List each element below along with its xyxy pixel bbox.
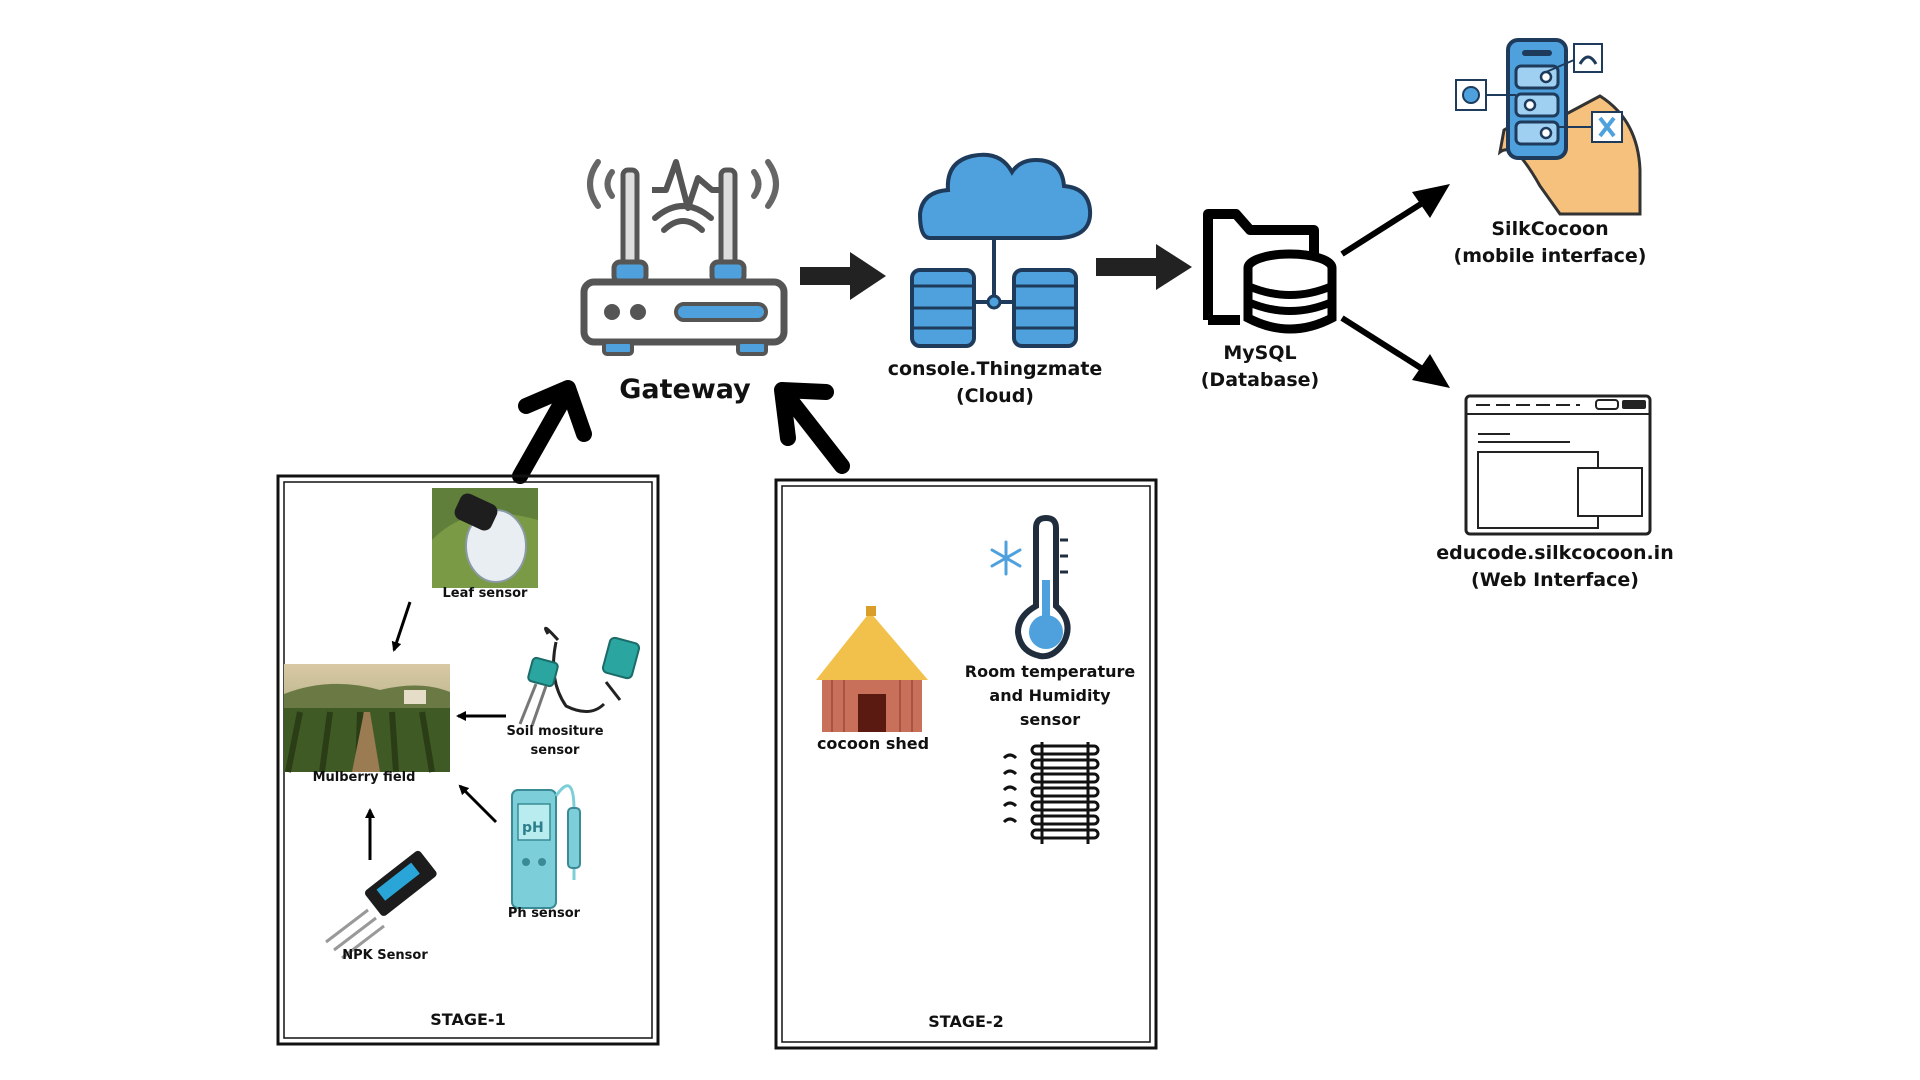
arrow-stage1-to-gateway [512, 380, 592, 484]
snowflake-icon [990, 540, 1022, 576]
room-sensor-label: Room temperature and Humidity sensor [960, 660, 1140, 732]
ph-badge-text: pH [522, 820, 544, 836]
room-sensor-label-line1: Room temperature [964, 662, 1136, 681]
stage1-box [276, 474, 660, 1046]
stage1-title: STAGE-1 [430, 1010, 506, 1029]
ph-sensor-image [511, 784, 581, 909]
mobile-app-icon [1455, 38, 1642, 216]
cloud-label: console.Thingzmate (Cloud) [880, 356, 1110, 410]
database-label: MySQL (Database) [1190, 340, 1330, 394]
stage2-title: STAGE-2 [928, 1012, 1004, 1031]
arrow-database-to-web [1340, 315, 1450, 388]
web-label-line2: (Web Interface) [1471, 569, 1639, 591]
soil-moisture-label: Soil mositure sensor [500, 722, 610, 760]
mulberry-field-image [284, 664, 450, 773]
database-label-line1: MySQL [1223, 342, 1297, 364]
npk-sensor-label: NPK Sensor [342, 948, 428, 963]
mobile-label-line1: SilkCocoon [1491, 218, 1609, 240]
router-icon [580, 159, 788, 356]
gateway-label: Gateway [619, 374, 751, 405]
ph-sensor-label: Ph sensor [507, 906, 581, 921]
arrow-cloud-to-database [1096, 244, 1192, 290]
cocoon-shed-label: cocoon shed [816, 734, 930, 753]
database-icon [1203, 209, 1337, 334]
stage2-box [774, 478, 1158, 1050]
mobile-label: SilkCocoon (mobile interface) [1450, 216, 1650, 270]
npk-sensor-image [325, 850, 437, 960]
cloud-label-line1: console.Thingzmate [887, 358, 1103, 380]
leaf-sensor-label: Leaf sensor [442, 586, 528, 601]
mulberry-field-label: Mulberry field [312, 770, 416, 785]
stage1-arrows [365, 601, 506, 860]
soil-moisture-sensor-image [518, 626, 641, 727]
heater-icon [1002, 742, 1100, 844]
cocoon-shed-icon [816, 606, 928, 732]
arrow-stage2-to-gateway [774, 382, 850, 474]
web-label: educode.silkcocoon.in (Web Interface) [1430, 540, 1680, 594]
arrow-gateway-to-cloud [800, 252, 886, 300]
web-browser-icon [1464, 394, 1652, 536]
cloud-label-line2: (Cloud) [955, 385, 1034, 407]
soil-moisture-label-line2: sensor [530, 743, 580, 758]
database-label-line2: (Database) [1200, 369, 1320, 391]
stage2-box-inner [781, 485, 1151, 1043]
cloud-server-icon [910, 152, 1093, 348]
soil-moisture-label-line1: Soil mositure [506, 724, 604, 739]
mobile-label-line2: (mobile interface) [1453, 245, 1647, 267]
leaf-sensor-image [432, 488, 538, 588]
arrow-database-to-mobile [1340, 184, 1450, 257]
room-sensor-label-line3: sensor [1019, 710, 1081, 729]
web-label-line1: educode.silkcocoon.in [1436, 542, 1674, 564]
thermometer-icon [1014, 514, 1071, 660]
room-sensor-label-line2: and Humidity [989, 686, 1111, 705]
